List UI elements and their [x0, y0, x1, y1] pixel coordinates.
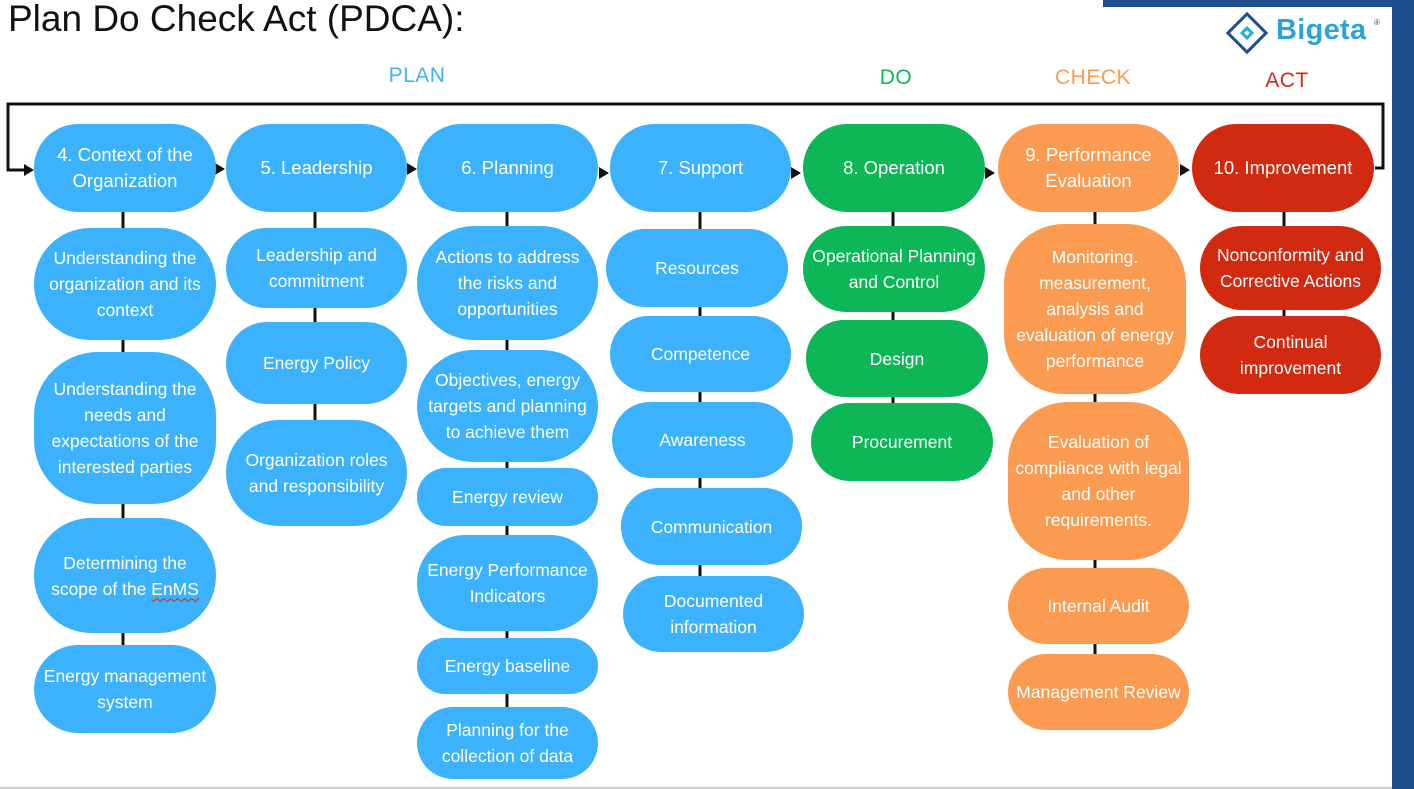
item-roles-responsibility[interactable]: Organization roles and responsibility: [226, 420, 407, 526]
header-performance-evaluation[interactable]: 9. Performance Evaluation: [998, 124, 1179, 212]
item-energy-baseline[interactable]: Energy baseline: [417, 638, 598, 694]
item-operational-planning-control[interactable]: Operational Planning and Control: [803, 226, 985, 312]
item-risks-opportunities[interactable]: Actions to address the risks and opportu…: [417, 226, 598, 340]
item-internal-audit[interactable]: Internal Audit: [1008, 568, 1189, 644]
right-frame-bar: [1392, 0, 1414, 789]
phase-label-do: DO: [879, 66, 913, 89]
item-understanding-organization[interactable]: Understanding the organization and its c…: [34, 228, 216, 340]
item-communication[interactable]: Communication: [621, 488, 802, 565]
item-needs-expectations[interactable]: Understanding the needs and expectations…: [34, 352, 216, 504]
item-management-review[interactable]: Management Review: [1008, 654, 1189, 730]
top-frame-bar: [1103, 0, 1414, 7]
item-design[interactable]: Design: [806, 320, 988, 397]
arrow-icon: [599, 167, 609, 179]
item-energy-performance-indicators[interactable]: Energy Performance Indicators: [417, 535, 598, 631]
item-leadership-commitment[interactable]: Leadership and commitment: [226, 228, 407, 308]
arrow-icon: [1180, 164, 1190, 176]
item-energy-management-system[interactable]: Energy management system: [34, 645, 216, 733]
item-data-collection-planning[interactable]: Planning for the collection of data: [417, 707, 598, 779]
item-evaluation-compliance[interactable]: Evaluation of compliance with legal and …: [1008, 402, 1189, 560]
header-improvement[interactable]: 10. Improvement: [1192, 124, 1374, 212]
header-support[interactable]: 7. Support: [610, 124, 791, 212]
bottom-rule: [0, 787, 1392, 789]
arrow-icon: [985, 167, 995, 179]
item-resources[interactable]: Resources: [606, 229, 788, 307]
header-leadership[interactable]: 5. Leadership: [226, 124, 407, 212]
header-context-of-organization[interactable]: 4. Context of the Organization: [34, 124, 216, 212]
phase-label-act: ACT: [1265, 69, 1309, 92]
header-operation[interactable]: 8. Operation: [803, 124, 985, 212]
page-title: Plan Do Check Act (PDCA):: [8, 0, 465, 39]
arrow-icon: [791, 167, 801, 179]
header-planning[interactable]: 6. Planning: [417, 124, 598, 212]
item-competence[interactable]: Competence: [610, 316, 791, 392]
item-scope-enms[interactable]: Determining the scope of the EnMS: [34, 518, 216, 633]
arrow-icon: [407, 163, 417, 175]
arrow-icon: [215, 163, 225, 175]
right-frame-gap: [1388, 7, 1392, 789]
item-continual-improvement[interactable]: Continual improvement: [1200, 316, 1381, 394]
phase-label-check: CHECK: [1054, 66, 1132, 89]
logo-registered-mark: ®: [1374, 18, 1380, 27]
item-energy-review[interactable]: Energy review: [417, 468, 598, 526]
loop-arrowhead-icon: [24, 164, 34, 176]
item-nonconformity-corrective[interactable]: Nonconformity and Corrective Actions: [1200, 226, 1381, 310]
bigeta-logo: Bigeta ®: [1225, 10, 1386, 62]
feedback-loop-line: [6, 102, 1385, 172]
logo-wordmark: Bigeta: [1276, 14, 1367, 46]
item-awareness[interactable]: Awareness: [612, 402, 793, 478]
item-monitoring-measurement[interactable]: Monitoring. measurement, analysis and ev…: [1004, 224, 1186, 394]
item-documented-information[interactable]: Documented information: [623, 576, 804, 652]
phase-label-plan: PLAN: [388, 64, 446, 87]
item-procurement[interactable]: Procurement: [811, 403, 993, 481]
item-objectives-targets[interactable]: Objectives, energy targets and planning …: [417, 350, 598, 462]
item-energy-policy[interactable]: Energy Policy: [226, 322, 407, 404]
